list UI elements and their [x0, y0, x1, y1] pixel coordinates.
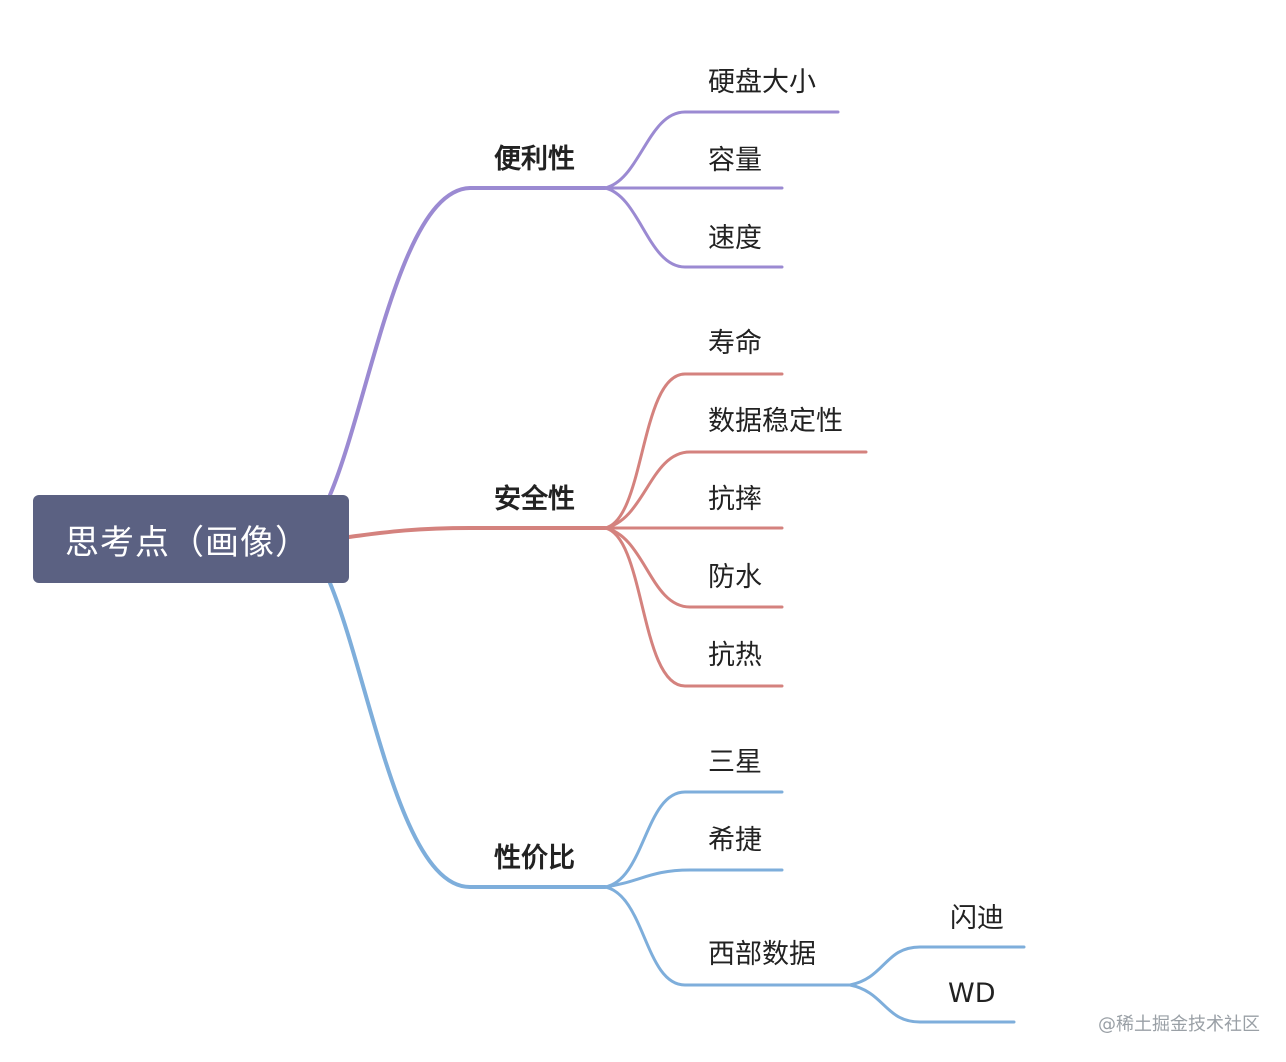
root-node-label: 思考点（画像） [65, 522, 310, 563]
leaf-seagate[interactable]: 希捷 [708, 825, 762, 856]
connector-root-value [328, 581, 607, 889]
connector-sandisk [848, 945, 1026, 987]
leaf-capacity[interactable]: 容量 [708, 145, 762, 176]
connector-western-digital [603, 885, 852, 987]
connector-lifespan [603, 372, 784, 530]
leaf-samsung[interactable]: 三星 [708, 747, 762, 778]
connector-waterproof [603, 526, 784, 609]
connector-samsung [603, 790, 784, 889]
connector-root-convenience [328, 186, 607, 497]
connector-speed [603, 186, 784, 269]
leaf-data-stability[interactable]: 数据稳定性 [708, 406, 843, 437]
connector-root-safety [347, 526, 607, 539]
leaf-waterproof[interactable]: 防水 [708, 562, 762, 593]
branch-value[interactable]: 性价比 [494, 843, 575, 874]
leaf-heat-resistance[interactable]: 抗热 [708, 640, 762, 671]
connector-wd [848, 983, 1016, 1024]
leaf-speed[interactable]: 速度 [708, 223, 762, 254]
root-node[interactable]: 思考点（画像） [33, 495, 349, 583]
branch-convenience[interactable]: 便利性 [494, 144, 575, 175]
branch-safety[interactable]: 安全性 [494, 484, 575, 515]
leaf-wd[interactable]: WD [948, 978, 996, 1009]
leaf-disk-size[interactable]: 硬盘大小 [708, 67, 816, 98]
leaf-drop-resistance[interactable]: 抗摔 [708, 484, 762, 515]
connector-data-stability [603, 450, 868, 530]
connector-seagate [603, 868, 784, 889]
connector-heat-resistance [603, 526, 784, 688]
connector-disk-size [603, 110, 840, 190]
leaf-sandisk[interactable]: 闪迪 [950, 903, 1004, 934]
watermark: @稀土掘金技术社区 [1098, 1014, 1260, 1035]
leaf-lifespan[interactable]: 寿命 [708, 328, 762, 359]
leaf-western-digital[interactable]: 西部数据 [708, 939, 816, 970]
